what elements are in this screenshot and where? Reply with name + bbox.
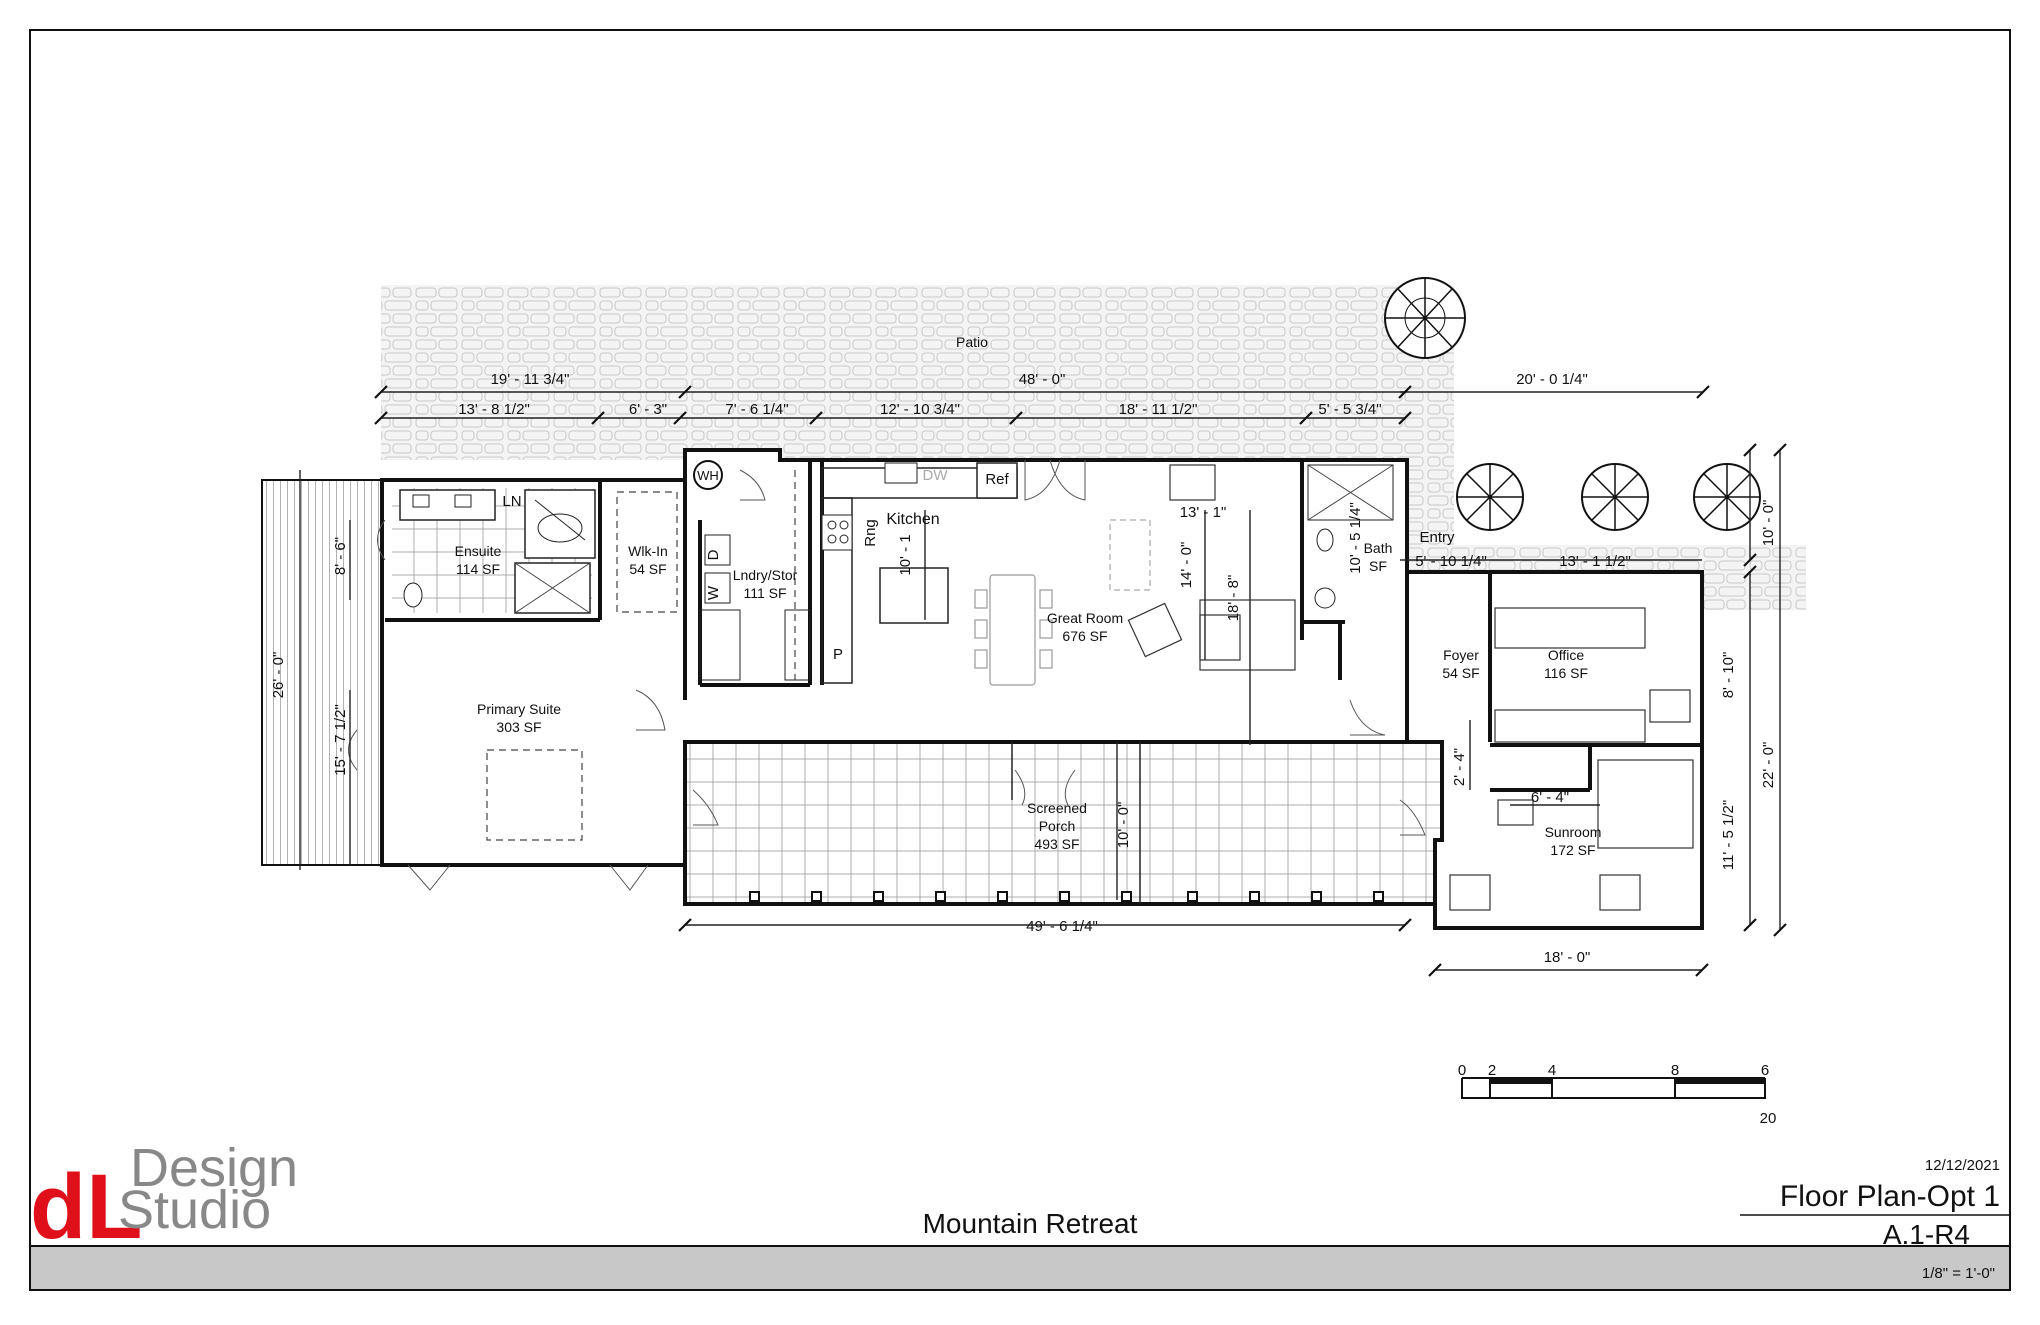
- range-label: Rng: [862, 519, 879, 547]
- room-label-screened-porch-2: Porch: [1039, 818, 1076, 834]
- linen-closet-label: LN: [502, 493, 521, 510]
- room-area-sunroom: 172 SF: [1550, 842, 1595, 858]
- porch-posts: [749, 891, 1384, 902]
- dim-19-11: 19' - 11 3/4": [491, 371, 570, 388]
- dim-v-10-1: 10' - 1: [897, 534, 914, 575]
- office-furniture: [1494, 607, 1691, 743]
- room-label-ensuite: Ensuite: [455, 543, 502, 559]
- room-area-great-room: 676 SF: [1062, 628, 1107, 644]
- room-label-sunroom: Sunroom: [1545, 824, 1602, 840]
- water-heater-label: WH: [697, 468, 719, 483]
- sheet-number: A.1-R4: [1883, 1219, 1970, 1250]
- dim-v-18-8: 18' - 8": [1225, 575, 1242, 622]
- dishwasher-label: DW: [923, 467, 949, 484]
- title-strip: [29, 1245, 2011, 1291]
- dim-6-4: 6' - 4": [1531, 789, 1569, 806]
- scale-label: 0: [1458, 1062, 1466, 1079]
- dim-7-6: 7' - 6 1/4": [725, 401, 788, 418]
- room-area-walkin: 54 SF: [629, 561, 666, 577]
- logo-mark-text: dL: [30, 1156, 142, 1258]
- logo-line2: Studio: [118, 1180, 271, 1240]
- dim-v-10-5: 10' - 5 1/4": [1347, 502, 1364, 574]
- dim-v-10-0-porch: 10' - 0": [1115, 802, 1132, 849]
- dim-5-10: 5' - 10 1/4": [1415, 553, 1487, 570]
- room-label-entry: Entry: [1419, 529, 1455, 546]
- water-heater-icon: [693, 460, 723, 490]
- tree-icon: [1693, 463, 1761, 531]
- dim-v-15-7: 15' - 7 1/2": [332, 704, 349, 776]
- dimension-lines: [299, 385, 1787, 977]
- door-swings: [348, 459, 1426, 891]
- room-label-foyer: Foyer: [1443, 647, 1479, 663]
- dim-13-1-half: 13' - 1 1/2": [1559, 553, 1631, 570]
- laundry-appliances: [699, 470, 811, 681]
- bath-fixtures: [1307, 464, 1394, 609]
- room-area-foyer: 54 SF: [1442, 665, 1479, 681]
- room-label-primary-suite: Primary Suite: [477, 701, 561, 717]
- dryer-label: D: [705, 549, 722, 560]
- room-area-ensuite: 114 SF: [456, 561, 500, 577]
- room-label-screened-porch: Screened: [1027, 800, 1087, 816]
- room-area-screened-porch: 493 SF: [1034, 836, 1079, 852]
- kitchen-cabinets: [821, 462, 1018, 684]
- scale-note: 1/8" = 1'-0": [1922, 1265, 1995, 1282]
- room-label-laundry: Lndry/Stor: [733, 567, 798, 583]
- tree-icon: [1581, 463, 1649, 531]
- dim-v-2-4: 2' - 4": [1451, 748, 1468, 786]
- room-area-laundry: 111 SF: [743, 585, 786, 601]
- room-label-great-room: Great Room: [1047, 610, 1123, 626]
- sheet-date: 12/12/2021: [1925, 1157, 2000, 1174]
- tree-icon: [1384, 277, 1466, 359]
- dim-v-8-10: 8' - 10": [1720, 652, 1737, 699]
- dim-v-26-0: 26' - 0": [270, 652, 287, 699]
- scale-label: 2: [1488, 1062, 1496, 1079]
- scale-sub-label: 20: [1760, 1110, 1777, 1127]
- room-area-office: 116 SF: [1544, 665, 1588, 681]
- dim-v-14-0: 14' - 0": [1178, 542, 1195, 589]
- room-label-patio: Patio: [956, 334, 988, 350]
- scale-label: 6: [1761, 1062, 1769, 1079]
- dim-v-22-0: 22' - 0": [1760, 742, 1777, 789]
- pantry-label: P: [833, 646, 843, 663]
- washer-label: W: [705, 585, 722, 600]
- west-deck: [261, 479, 383, 866]
- dim-48-0: 48' - 0": [1019, 371, 1066, 388]
- tree-icon: [1456, 463, 1524, 531]
- sunroom-furniture: [1449, 759, 1694, 911]
- dim-v-10-0-east: 10' - 0": [1760, 500, 1777, 547]
- patio-paving: [381, 285, 1454, 460]
- room-area-primary-suite: 303 SF: [496, 719, 541, 735]
- studio-logo: dL Design Studio: [30, 1138, 298, 1258]
- dim-18-11: 18' - 11 1/2": [1119, 401, 1198, 418]
- room-label-kitchen: Kitchen: [886, 511, 939, 528]
- exterior-walls: [380, 448, 1704, 930]
- ensuite-fixtures: [399, 489, 596, 614]
- dim-13-8: 13' - 8 1/2": [458, 401, 530, 418]
- room-label-office: Office: [1548, 647, 1585, 663]
- scale-label: 4: [1548, 1062, 1556, 1079]
- dim-13-1: 13' - 1": [1180, 504, 1227, 521]
- room-label-bath: Bath: [1364, 540, 1393, 556]
- room-label-walkin: Wlk-In: [628, 543, 668, 559]
- dim-v-8-6: 8' - 6": [332, 537, 349, 575]
- dim-5-5: 5' - 5 3/4": [1318, 401, 1381, 418]
- sheet-title: Floor Plan-Opt 1: [1780, 1180, 2000, 1213]
- logo-line1: Design: [130, 1138, 298, 1198]
- project-title: Mountain Retreat: [923, 1208, 1138, 1239]
- scale-label: 8: [1671, 1062, 1679, 1079]
- great-room-furniture: [974, 464, 1296, 686]
- dim-6-3: 6' - 3": [629, 401, 667, 418]
- dim-20-0: 20' - 0 1/4": [1516, 371, 1588, 388]
- graphic-scale-bar: [1461, 1077, 1766, 1099]
- dim-18-0: 18' - 0": [1544, 949, 1591, 966]
- dim-v-11-5: 11' - 5 1/2": [1720, 800, 1737, 870]
- dim-12-10: 12' - 10 3/4": [880, 401, 960, 418]
- bed-outline: [486, 749, 583, 841]
- dim-49-6: 49' - 6 1/4": [1026, 918, 1098, 935]
- refrigerator-label: Ref: [985, 471, 1009, 488]
- room-area-bath: SF: [1369, 558, 1387, 574]
